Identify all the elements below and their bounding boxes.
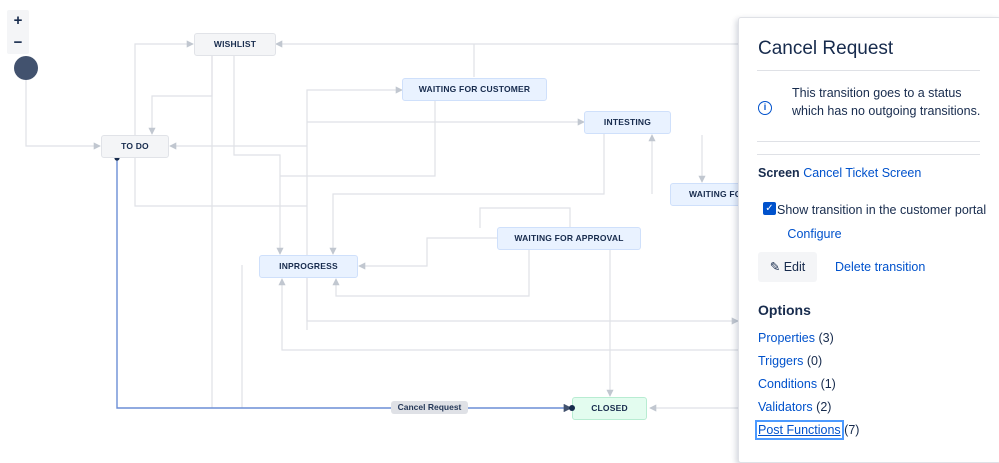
option-count: (2)	[816, 400, 832, 414]
show-in-portal-checkbox[interactable]: ✓	[763, 202, 776, 215]
transition-line	[358, 237, 497, 270]
panel-title: Cancel Request	[758, 38, 894, 59]
option-link[interactable]: Validators	[758, 400, 813, 414]
transition-end-dot	[569, 405, 575, 411]
transition-line	[280, 101, 436, 177]
option-validators: Validators (2)	[758, 400, 831, 414]
status-closed[interactable]: CLOSED	[572, 397, 647, 420]
option-link[interactable]: Post Functions	[755, 420, 844, 440]
screen-row: Screen Cancel Ticket Screen	[758, 166, 921, 180]
show-in-portal-row: Show transition in the customer portal C…	[777, 198, 992, 246]
divider	[757, 70, 980, 71]
status-waiting-for-approval[interactable]: WAITING FOR APPROVAL	[497, 227, 641, 250]
transition-line	[306, 86, 403, 330]
options-heading: Options	[758, 302, 811, 318]
transition-label-cancel-request[interactable]: Cancel Request	[391, 401, 468, 414]
info-message: This transition goes to a status which h…	[792, 86, 981, 118]
option-count: (3)	[818, 331, 834, 345]
screen-label: Screen	[758, 166, 800, 180]
zoom-controls: + −	[7, 10, 29, 54]
edit-button[interactable]: ✎ Edit	[758, 252, 817, 282]
status-intesting[interactable]: INTESTING	[584, 111, 671, 134]
option-post-functions: Post Functions (7)	[755, 420, 860, 440]
configure-link[interactable]: Configure	[787, 227, 842, 241]
transition-line	[148, 56, 213, 135]
zoom-in-button[interactable]: +	[13, 12, 23, 29]
option-properties: Properties (3)	[758, 331, 834, 345]
transition-line	[479, 207, 571, 240]
status-waiting-for[interactable]: WAITING FOR	[670, 183, 745, 206]
zoom-out-button[interactable]: −	[13, 34, 23, 51]
transition-line	[134, 40, 194, 135]
option-link[interactable]: Properties	[758, 331, 815, 345]
transition-details-panel: Cancel Request i This transition goes to…	[738, 17, 999, 463]
status-wishlist[interactable]: WISHLIST	[194, 33, 276, 56]
transition-line	[134, 157, 307, 207]
pencil-icon: ✎	[769, 260, 781, 274]
transition-line	[278, 278, 740, 351]
transition-line	[306, 278, 739, 325]
edit-label: Edit	[783, 260, 806, 274]
zoom-slider-handle[interactable]	[14, 56, 38, 80]
transition-line	[25, 80, 101, 150]
divider	[757, 141, 980, 142]
option-triggers: Triggers (0)	[758, 354, 822, 368]
option-conditions: Conditions (1)	[758, 377, 836, 391]
delete-transition-link[interactable]: Delete transition	[835, 260, 926, 274]
status-todo[interactable]: TO DO	[101, 135, 169, 158]
transition-line	[332, 249, 530, 297]
option-count: (1)	[820, 377, 836, 391]
option-link[interactable]: Triggers	[758, 354, 804, 368]
divider	[757, 154, 980, 155]
info-icon: i	[758, 101, 772, 115]
status-waiting-for-customer[interactable]: WAITING FOR CUSTOMER	[402, 78, 547, 101]
show-in-portal-label: Show transition in the customer portal	[777, 203, 987, 217]
status-inprogress[interactable]: INPROGRESS	[259, 255, 358, 278]
transition-line	[233, 56, 284, 255]
option-count: (7)	[844, 423, 860, 437]
option-count: (0)	[806, 354, 823, 368]
selected-transition-line	[116, 158, 573, 413]
screen-link[interactable]: Cancel Ticket Screen	[803, 166, 922, 180]
transition-line	[329, 134, 605, 255]
option-link[interactable]: Conditions	[758, 377, 818, 391]
